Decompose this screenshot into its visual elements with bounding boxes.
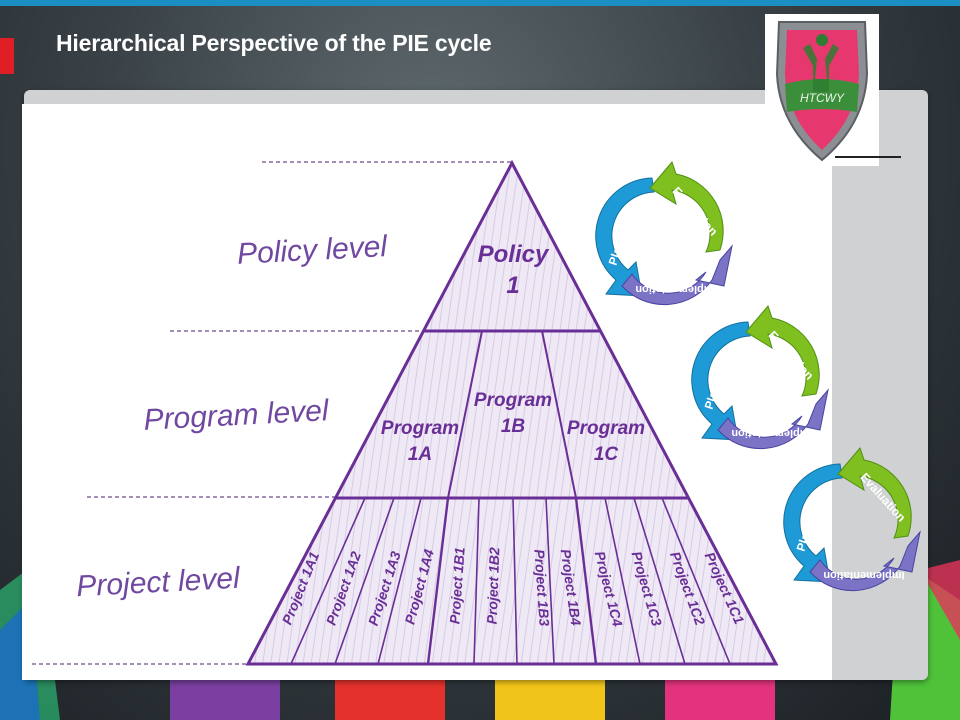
level-divider-lines [32, 161, 512, 665]
policy-level-label: Policy level [236, 230, 389, 271]
pie-cycle-3: Planning Evaluation Implementation [783, 447, 921, 592]
implementation-label-3: Implementation [823, 569, 905, 581]
program-1b-number: 1B [501, 416, 526, 437]
policy-label: Policy [478, 241, 550, 268]
logo-text: HTCWY [800, 91, 845, 105]
program-1b-label: Program [474, 390, 552, 411]
implementation-label-2: Implementation [731, 427, 813, 439]
logo-underline [835, 156, 901, 158]
program-1a-label: Program [381, 418, 459, 439]
project-1b2-label: Project 1B2 [484, 547, 503, 625]
organization-logo: HTCWY [765, 14, 879, 166]
project-1b1-label: Project 1B1 [446, 546, 467, 624]
pie-cycle-1: Planning Evaluation Implementation [595, 161, 733, 306]
project-1b3-label: Project 1B3 [531, 549, 552, 627]
program-1a-number: 1A [408, 444, 432, 465]
project-dividers [290, 497, 731, 665]
pyramid-tier-dividers [336, 329, 688, 500]
program-1c-number: 1C [594, 444, 619, 465]
program-dividers [447, 330, 577, 499]
program-1c-label: Program [567, 418, 645, 439]
top-accent-strip [0, 0, 960, 6]
project-level-label: Project level [76, 562, 242, 604]
program-level-label: Program level [143, 394, 331, 437]
implementation-label-1: Implementation [635, 283, 717, 295]
policy-number: 1 [506, 272, 519, 299]
red-title-marker [0, 38, 14, 74]
pie-cycle-2: Planning Evaluation Implementation [691, 305, 829, 450]
slide-title: Hierarchical Perspective of the PIE cycl… [56, 30, 492, 56]
